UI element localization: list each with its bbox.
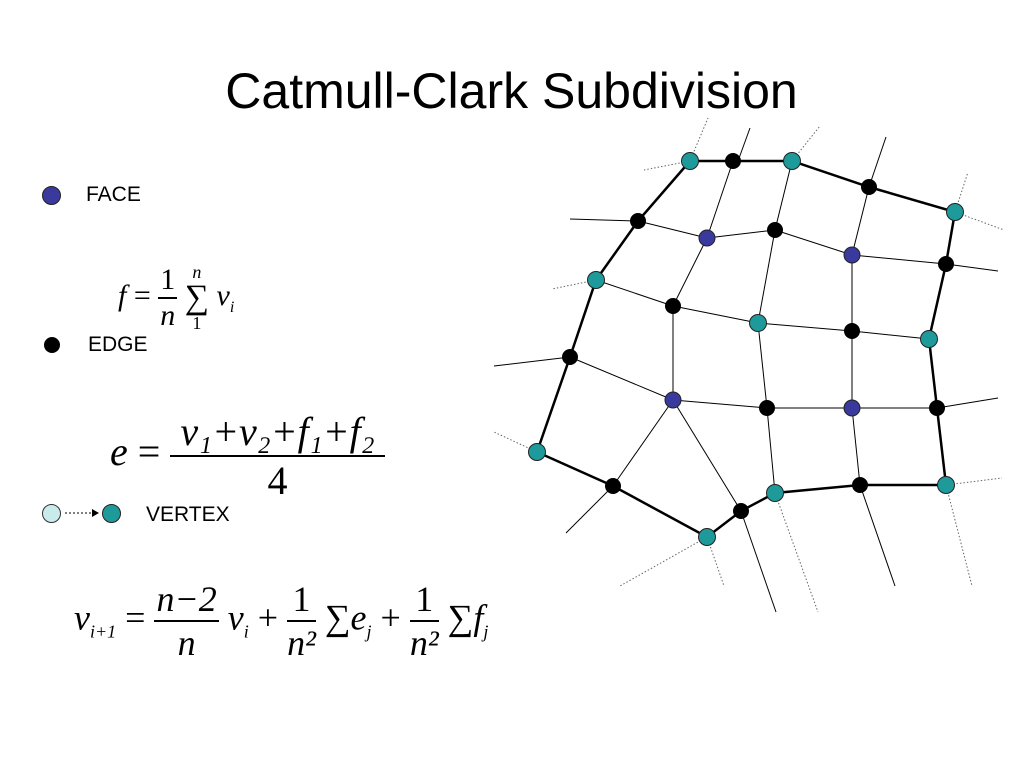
vertex-formula-sum1: ∑ <box>324 597 351 638</box>
edge-point <box>767 222 783 238</box>
edge-point <box>605 478 621 494</box>
mesh-boundary <box>535 159 957 539</box>
vertex-formula-frac1: n−2 n <box>154 578 219 664</box>
edge-formula-eq: = <box>137 429 161 475</box>
face-point <box>843 399 861 417</box>
vertex-formula-plus2: + <box>380 597 401 638</box>
edge-formula-den: 4 <box>267 458 288 503</box>
edge-point <box>725 153 741 169</box>
vertex-formula: vi+1 = n−2 n vi + 1 n² ∑ej + 1 n² ∑fj <box>74 578 488 664</box>
edge-point <box>562 349 578 365</box>
vertex-point <box>681 152 699 170</box>
subdivision-mesh-diagram <box>493 117 1005 613</box>
arrow-right-icon <box>65 509 99 517</box>
vertex-formula-frac3-den: n² <box>409 623 439 663</box>
vertex-point <box>766 484 784 502</box>
page-title: Catmull-Clark Subdivision <box>225 63 798 119</box>
dotted-guide-lines <box>493 117 1005 613</box>
vertex-formula-frac1-den: n <box>177 623 196 663</box>
vertex-formula-term3: f <box>473 597 484 638</box>
vertex-point <box>698 528 716 546</box>
edge-formula-num: v₁+v₂+f₁+f₂ <box>170 408 385 457</box>
face-formula-lhs: f <box>118 278 127 312</box>
face-formula-sum-bottom: 1 <box>192 313 202 333</box>
edge-point <box>665 298 681 314</box>
face-formula-fraction: 1 n <box>158 263 178 333</box>
face-formula-sum: n ∑ 1 <box>185 262 209 334</box>
edge-formula: e = v₁+v₂+f₁+f₂ 4 <box>110 408 385 504</box>
vertex-formula-eq: = <box>125 597 146 638</box>
vertex-formula-lhs: v <box>74 597 90 638</box>
face-point-legend-icon <box>42 186 61 205</box>
vertex-formula-sum2: ∑ <box>447 597 474 638</box>
vertex-formula-frac1-num: n−2 <box>156 579 217 619</box>
face-formula-sum-symbol: ∑ <box>184 279 210 316</box>
edge-formula-lhs: e <box>110 429 128 475</box>
vertex-formula-term2: e <box>350 597 367 638</box>
face-formula-term-sub: i <box>229 298 235 316</box>
new-vertex-legend-icon <box>102 504 121 523</box>
vertex-formula-lhs-sub: i+1 <box>89 621 117 642</box>
vertex-formula-frac2: 1 n² <box>287 578 316 664</box>
edge-point <box>733 503 749 519</box>
vertex-point <box>749 314 767 332</box>
edge-points <box>562 153 954 519</box>
edge-point <box>938 256 954 272</box>
edge-point <box>759 400 775 416</box>
vertex-formula-frac2-num: 1 <box>287 578 316 622</box>
face-formula: f = 1 n n ∑ 1 vi <box>118 262 234 334</box>
face-formula-den: n <box>160 299 176 332</box>
vertex-point <box>587 271 605 289</box>
vertex-point <box>920 330 938 348</box>
face-point <box>843 246 861 264</box>
vertex-formula-frac3: 1 n² <box>409 578 439 664</box>
vertex-formula-term1-sub: i <box>243 621 249 642</box>
vertex-point <box>937 476 955 494</box>
face-point <box>664 391 682 409</box>
vertex-point <box>783 152 801 170</box>
vertex-formula-frac2-den: n² <box>287 623 316 663</box>
edge-legend-label: EDGE <box>88 333 148 356</box>
face-points <box>664 229 861 417</box>
face-formula-num: 1 <box>158 263 178 299</box>
edge-point <box>852 477 868 493</box>
face-formula-sum-top: n <box>192 262 202 282</box>
interior-mesh-lines <box>493 127 999 613</box>
edge-formula-fraction: v₁+v₂+f₁+f₂ 4 <box>170 408 385 504</box>
edge-point <box>861 179 877 195</box>
vertex-formula-frac3-num: 1 <box>409 578 439 622</box>
vertex-points <box>528 152 964 546</box>
face-formula-term: v <box>216 278 230 312</box>
edge-point <box>929 400 945 416</box>
vertex-legend-label: VERTEX <box>146 503 230 526</box>
vertex-formula-term2-sub: j <box>366 621 372 642</box>
edge-point <box>844 323 860 339</box>
face-point <box>698 229 716 247</box>
edge-point <box>630 213 646 229</box>
vertex-formula-plus1: + <box>257 597 279 638</box>
face-legend-label: FACE <box>86 183 141 206</box>
face-formula-eq: = <box>133 278 151 312</box>
vertex-point <box>946 203 964 221</box>
old-vertex-legend-icon <box>42 504 61 523</box>
vertex-formula-term1: v <box>227 597 244 638</box>
edge-point-legend-icon <box>44 337 60 353</box>
vertex-point <box>528 443 546 461</box>
vertex-formula-term3-sub: j <box>483 621 489 642</box>
